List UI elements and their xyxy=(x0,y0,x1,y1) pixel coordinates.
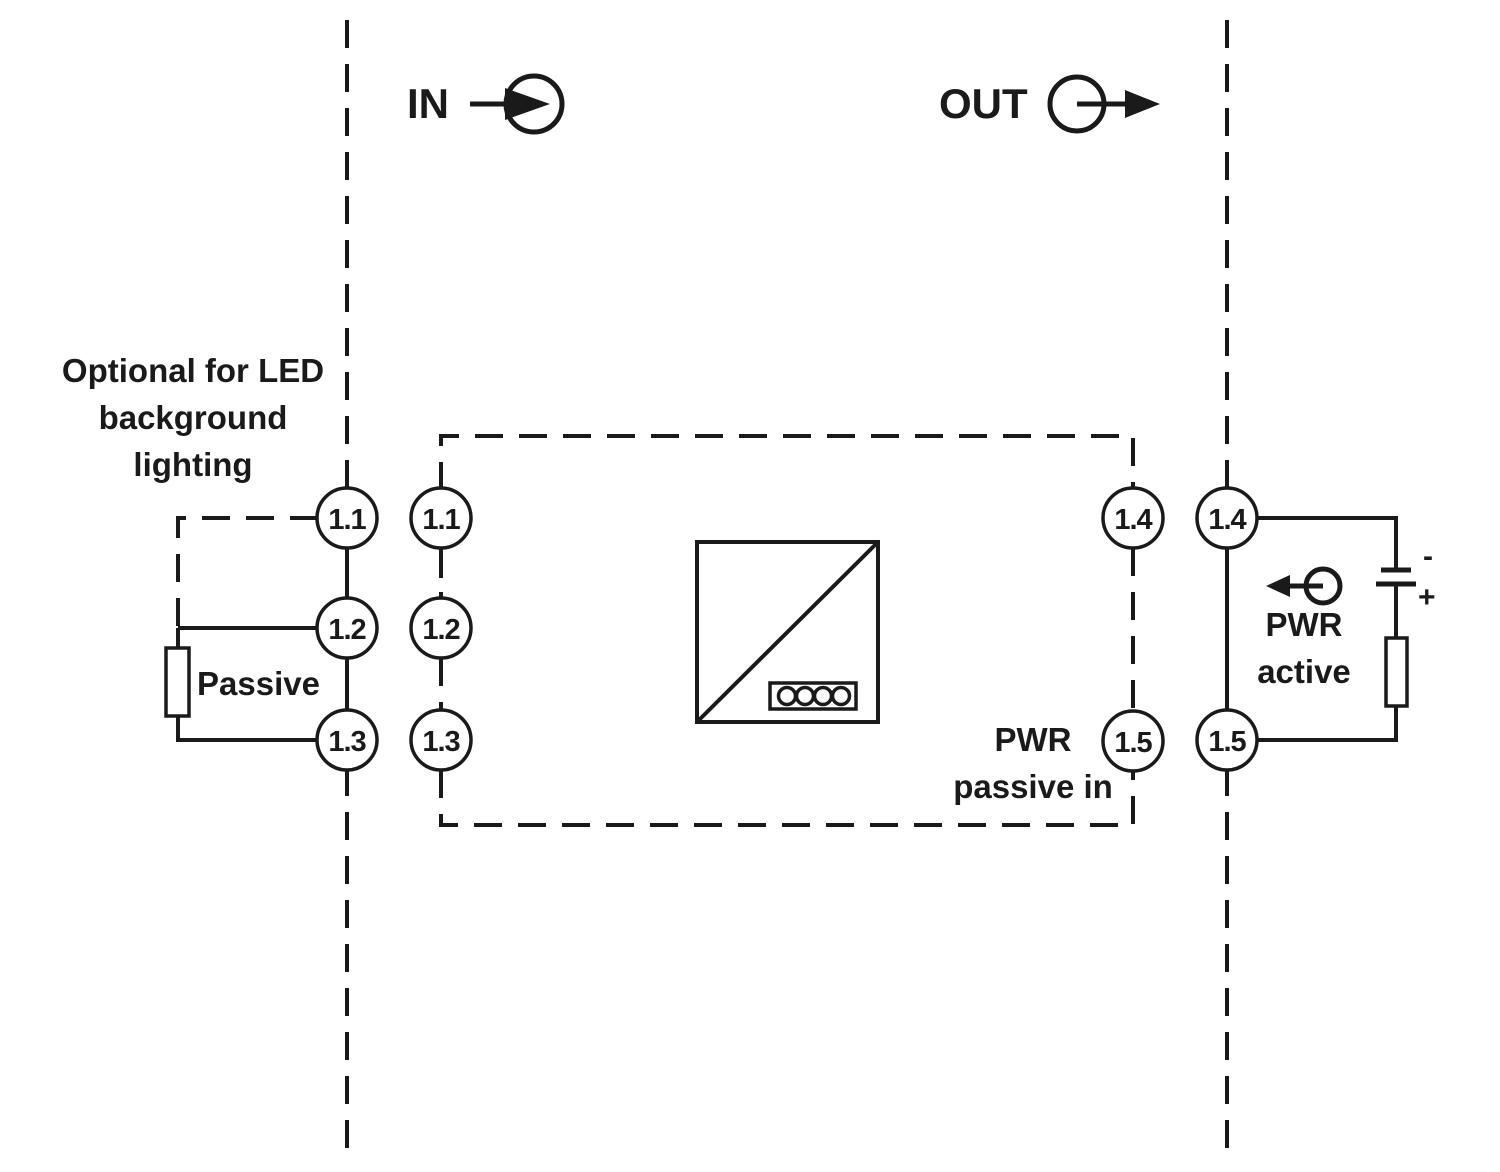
wire-1-3-left xyxy=(176,716,318,742)
pwr-active-label-line1: PWR xyxy=(1266,606,1343,643)
terminal-outer-left-1-2: 1.2 xyxy=(315,596,379,660)
pwr-active-label-line2: active xyxy=(1257,653,1351,690)
pwr-passive-label-line1: PWR xyxy=(995,721,1072,758)
svg-text:1.2: 1.2 xyxy=(328,614,365,646)
terminal-outer-right-1-4: 1.4 xyxy=(1195,486,1259,550)
led-optional-dashed-wire xyxy=(176,516,318,628)
terminal-inner-right-1-4: 1.4 xyxy=(1101,486,1165,550)
svg-text:1.5: 1.5 xyxy=(1114,727,1152,759)
battery-plus-label: + xyxy=(1418,581,1436,614)
passive-resistor-icon xyxy=(164,646,191,718)
wire-1-5-right xyxy=(1257,706,1398,742)
power-source-arrow-icon xyxy=(1266,566,1343,606)
pwr-passive-label-line2: passive in xyxy=(953,768,1113,805)
terminal-inner-right-1-5: 1.5 xyxy=(1101,709,1165,773)
svg-text:1.2: 1.2 xyxy=(422,614,459,646)
terminal-outer-left-1-3: 1.3 xyxy=(315,708,379,772)
passive-label: Passive xyxy=(197,665,320,702)
terminal-outer-left-1-1: 1.1 xyxy=(315,486,379,550)
signal-converter-icon xyxy=(695,540,880,724)
svg-text:1.5: 1.5 xyxy=(1208,726,1246,758)
svg-text:1.4: 1.4 xyxy=(1208,504,1246,536)
out-label: OUT xyxy=(939,80,1028,127)
terminal-inner-left-1-3: 1.3 xyxy=(409,708,473,772)
terminal-inner-left-1-2: 1.2 xyxy=(409,596,473,660)
active-load-resistor-icon xyxy=(1384,636,1409,708)
battery-minus-label: - xyxy=(1423,540,1433,573)
in-label: IN xyxy=(407,80,449,127)
svg-text:1.1: 1.1 xyxy=(422,504,460,536)
led-note-line1: Optional for LED xyxy=(62,352,324,389)
led-note-line3: lighting xyxy=(133,446,252,483)
input-arrow-icon xyxy=(470,73,565,135)
terminal-inner-left-1-1: 1.1 xyxy=(409,486,473,550)
output-arrow-icon xyxy=(1047,74,1160,134)
svg-text:1.1: 1.1 xyxy=(328,504,366,536)
svg-text:1.4: 1.4 xyxy=(1114,504,1152,536)
svg-text:1.3: 1.3 xyxy=(328,726,366,758)
wire-1-4-right xyxy=(1257,516,1398,570)
terminal-outer-right-1-5: 1.5 xyxy=(1195,708,1259,772)
led-note-line2: background xyxy=(99,399,288,436)
svg-text:1.3: 1.3 xyxy=(422,726,460,758)
